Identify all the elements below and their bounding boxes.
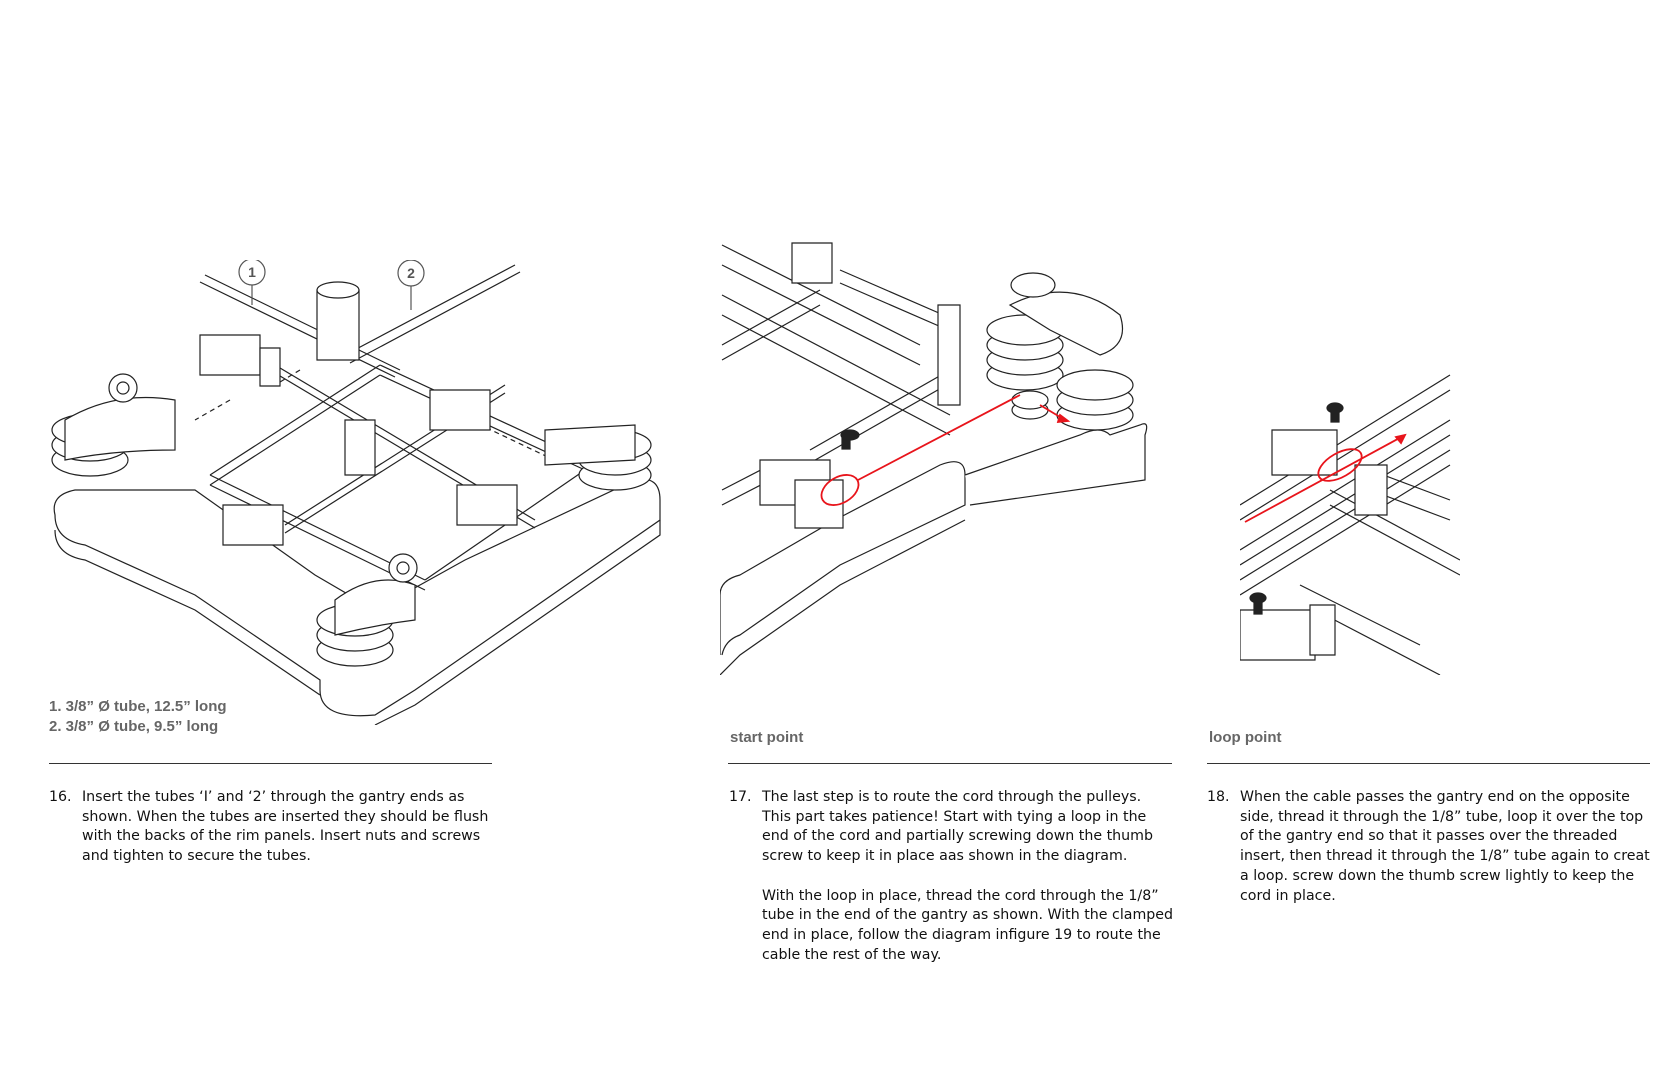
step-number: 17. (729, 789, 752, 805)
divider (1207, 763, 1650, 764)
cord-path (816, 395, 1068, 511)
figure-label-loop-point: loop point (1209, 729, 1282, 746)
step-16: 16. Insert the tubes ‘I’ and ‘2’ through… (49, 788, 494, 887)
step-text: With the loop in place, thread the cord … (762, 887, 1174, 963)
svg-text:1: 1 (248, 264, 256, 280)
loop-point-drawing (1240, 370, 1460, 675)
divider (49, 763, 492, 764)
step-number: 16. (49, 789, 72, 805)
step-number: 18. (1207, 789, 1230, 805)
step-text: The last step is to route the cord throu… (762, 789, 1153, 865)
start-point-drawing (720, 235, 1160, 675)
step-18: 18. When the cable passes the gantry end… (1207, 788, 1652, 926)
step-text: Insert the tubes ‘I’ and ‘2’ through the… (82, 789, 489, 865)
parts-list-item: 2. 3/8” Ø tube, 9.5” long (49, 718, 219, 735)
figure-label-start-point: start point (730, 729, 804, 746)
step-17: 17. The last step is to route the cord t… (729, 788, 1174, 985)
callout-1: 1 (239, 260, 265, 305)
parts-list: 1. 3/8” Ø tube, 12.5” long 2. 3/8” Ø tub… (49, 697, 227, 737)
cord-path (1245, 435, 1405, 522)
divider (728, 763, 1172, 764)
step-text: When the cable passes the gantry end on … (1240, 789, 1650, 904)
callout-2: 2 (398, 260, 424, 310)
svg-text:2: 2 (407, 265, 415, 281)
gantry-assembly-drawing: 1 2 (45, 260, 675, 725)
parts-list-item: 1. 3/8” Ø tube, 12.5” long (49, 698, 227, 715)
